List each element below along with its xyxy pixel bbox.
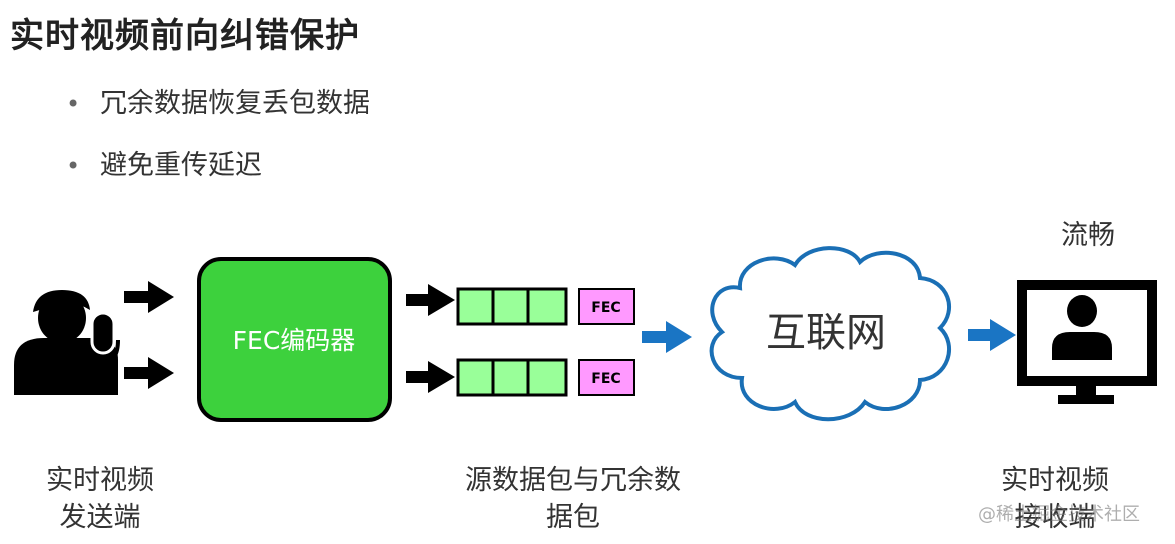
fec-packet: [578, 359, 635, 396]
receiver-label: 实时视频 接收端: [1001, 465, 1109, 533]
packets-label: 源数据包与冗余数 据包: [465, 465, 681, 533]
fec-encoder-label: FEC编码器: [233, 326, 356, 355]
source-packet: [526, 287, 568, 326]
receiver-arrow: [968, 319, 1016, 351]
fec-packet-label: FEC: [591, 371, 620, 387]
fec-encoder-box: [197, 257, 392, 422]
internet-label: 互联网: [766, 310, 886, 356]
bullet-list: 冗余数据恢复丢包数据 避免重传延迟: [66, 80, 370, 204]
bullet-item: 避免重传延迟: [66, 142, 370, 204]
sender-arrow: [124, 357, 174, 389]
source-packet: [491, 358, 530, 397]
sender-label: 实时视频 发送端: [46, 465, 154, 533]
packet-arrow: [406, 284, 455, 316]
network-arrow: [642, 321, 692, 353]
source-packet-group: [456, 358, 568, 397]
cloud-icon: [709, 246, 951, 422]
source-packet-group: [456, 287, 568, 326]
source-packet: [456, 358, 495, 397]
source-packet: [526, 358, 568, 397]
fec-packet-label: FEC: [591, 300, 620, 316]
source-packet: [456, 287, 495, 326]
monitor-with-person-icon: [1017, 280, 1157, 404]
fec-packet: [578, 288, 635, 325]
bullet-item: 冗余数据恢复丢包数据: [66, 80, 370, 142]
source-packet: [491, 287, 530, 326]
smooth-label: 流畅: [1061, 220, 1115, 251]
sender-arrow: [124, 281, 174, 313]
page-title: 实时视频前向纠错保护: [10, 16, 360, 56]
packet-arrow: [406, 361, 455, 393]
person-with-microphone-icon: [14, 290, 120, 395]
watermark: @稀土掘金技术社区: [978, 504, 1140, 525]
